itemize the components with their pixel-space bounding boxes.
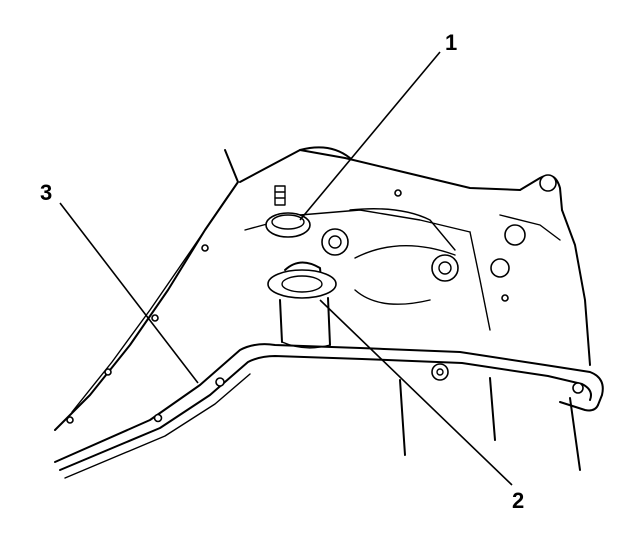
callout-label-2: 2 — [512, 488, 524, 513]
leader-lines — [59, 51, 513, 486]
leader-line-1 — [299, 51, 441, 221]
leader-line-2 — [319, 299, 513, 486]
callout-label-3: 3 — [40, 180, 52, 205]
leader-line-3 — [59, 202, 199, 384]
filter-seal — [267, 261, 337, 349]
case-plug — [265, 212, 311, 238]
callout-label-1: 1 — [445, 30, 457, 55]
pan-gasket — [54, 343, 604, 479]
transmission-case — [54, 146, 591, 431]
